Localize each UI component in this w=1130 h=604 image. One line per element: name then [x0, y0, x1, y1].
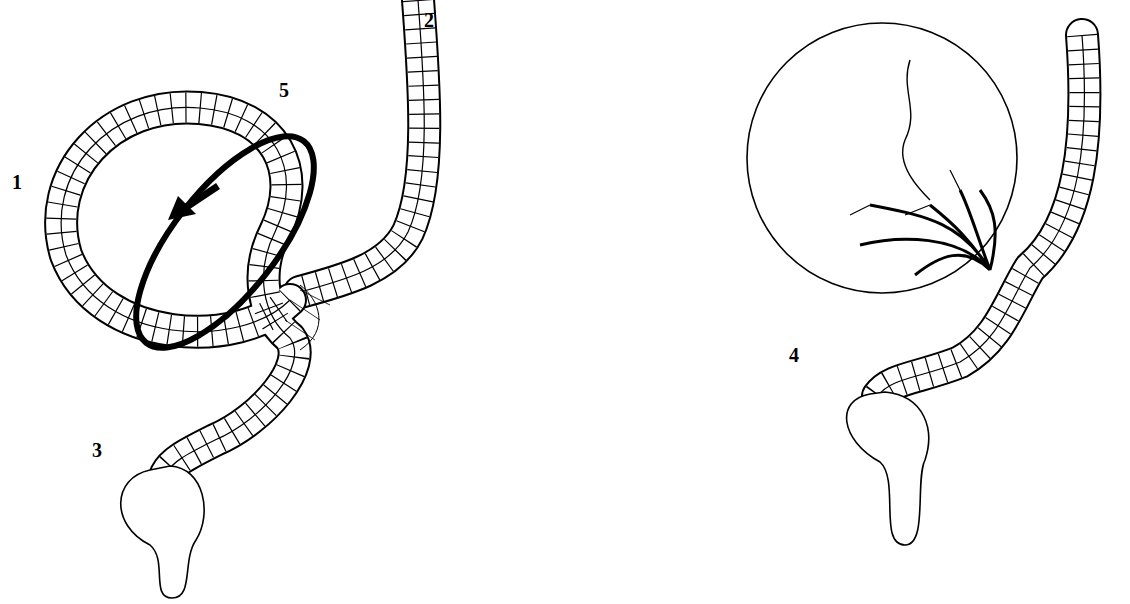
- callout-number: 3: [92, 440, 102, 460]
- distended-sigmoid: [747, 23, 1084, 545]
- callout-number: 4: [789, 345, 799, 365]
- callout-number: 5: [279, 80, 289, 100]
- twisted-sigmoid: [61, 0, 424, 598]
- callout-number: 2: [424, 10, 434, 30]
- callout-number: 1: [12, 172, 22, 192]
